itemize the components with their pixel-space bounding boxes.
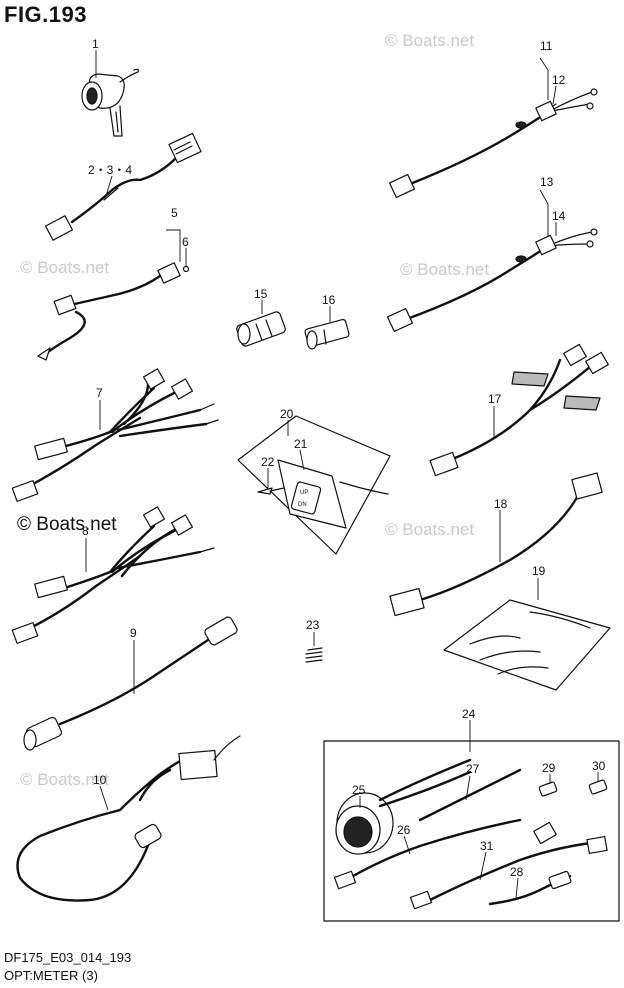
callout-12: 12: [552, 73, 566, 87]
callout-27: 27: [466, 762, 480, 776]
part-7-harness: [11, 368, 219, 502]
callout-8: 8: [82, 524, 89, 538]
callout-23: 23: [306, 618, 320, 632]
callout-21: 21: [294, 437, 308, 451]
callout-29: 29: [542, 761, 556, 775]
switch-dn-label: DN: [298, 502, 307, 508]
part-1-cap: [81, 68, 140, 137]
part-2-harness: [44, 132, 202, 241]
callout-20: 20: [280, 407, 294, 421]
part-16-connector: [304, 318, 350, 350]
part-17-harness: [429, 343, 609, 477]
figure-title: FIG.193: [4, 2, 87, 27]
watermark-right: © Boats.net: [400, 260, 489, 279]
callout-5: 5: [171, 206, 178, 220]
part-9-cable: [23, 616, 238, 751]
callout-17: 17: [488, 392, 502, 406]
part-18-harness: [389, 472, 603, 617]
callout-9: 9: [130, 626, 137, 640]
part-11-harness: [388, 88, 598, 199]
part-20-switch-kit: [237, 415, 391, 555]
part-5-harness: [37, 262, 190, 361]
callout-22: 22: [261, 455, 275, 469]
watermark-left: © Boats.net: [20, 258, 109, 277]
callout-labels: 1 2・3・4 5 6 7 8 9 10 11 12 13 14 15 16 1…: [82, 37, 606, 879]
callout-13: 13: [540, 175, 554, 189]
part-8-harness: [11, 506, 215, 644]
watermark-mid-right: © Boats.net: [385, 520, 474, 539]
callout-11: 11: [540, 39, 553, 53]
part-24-kit-box: [323, 740, 620, 922]
part-23-spring: [305, 647, 323, 663]
switch-labels: UP DN: [298, 490, 308, 508]
leader-lines: [85, 50, 599, 899]
callout-7: 7: [96, 386, 103, 400]
part-19-bag: [443, 599, 611, 691]
callout-15: 15: [254, 287, 268, 301]
callout-30: 30: [592, 759, 606, 773]
callout-10: 10: [93, 773, 107, 787]
watermarks: © Boats.net © Boats.net © Boats.net © Bo…: [17, 31, 489, 789]
callout-24: 24: [462, 707, 476, 721]
callout-1: 1: [92, 37, 99, 51]
callout-31: 31: [480, 839, 494, 853]
part-15-connector: [236, 311, 286, 347]
callout-6: 6: [182, 235, 189, 249]
callout-2-3-4: 2・3・4: [88, 163, 132, 177]
callout-19: 19: [532, 564, 546, 578]
part-13-harness: [386, 228, 598, 333]
watermark-bottom-left: © Boats.net: [20, 770, 109, 789]
callout-16: 16: [322, 293, 336, 307]
figure-code: DF175_E03_014_193: [4, 950, 132, 965]
callout-26: 26: [397, 823, 411, 837]
callout-28: 28: [510, 865, 524, 879]
watermark-dark: © Boats.net: [17, 514, 117, 535]
callout-18: 18: [494, 497, 508, 511]
callout-25: 25: [352, 783, 366, 797]
switch-up-label: UP: [300, 490, 308, 496]
watermark-top: © Boats.net: [385, 31, 474, 50]
callout-14: 14: [552, 209, 566, 223]
part-10-cable: [16, 735, 241, 902]
figure-name: OPT:METER (3): [4, 968, 98, 983]
